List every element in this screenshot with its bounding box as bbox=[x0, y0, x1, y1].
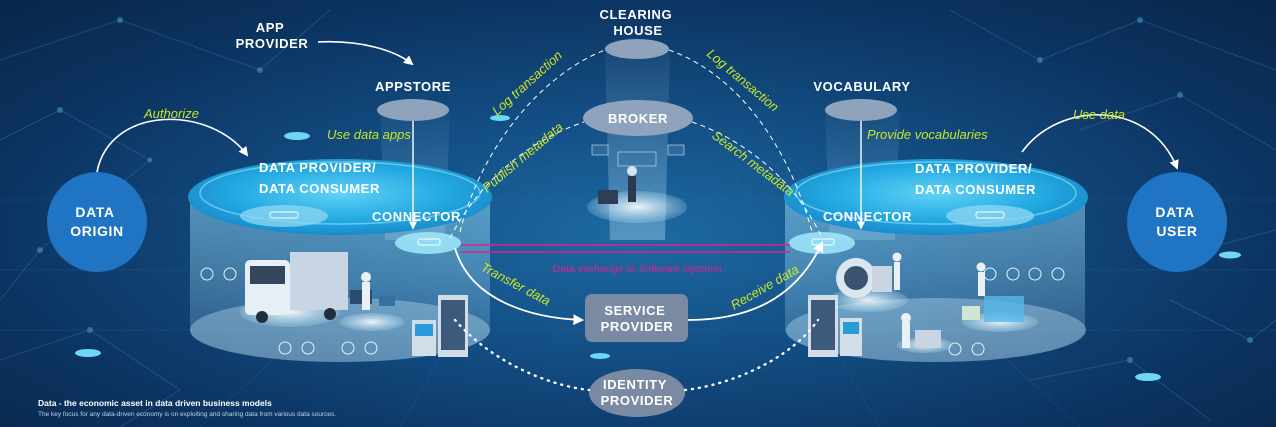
publish-metadata-path bbox=[449, 121, 585, 239]
receive-data-arrow bbox=[687, 241, 824, 321]
bottles-illustration bbox=[962, 262, 1038, 332]
appstore-disc bbox=[377, 99, 449, 121]
use-data-arrow bbox=[1021, 114, 1179, 170]
glow-dots bbox=[75, 115, 1241, 381]
data-origin-label: DATA ORIGIN bbox=[70, 204, 123, 239]
right-connector-label: CONNECTOR bbox=[823, 209, 912, 224]
log-transaction-right-label: Log transaction bbox=[704, 46, 782, 115]
clearing-house-disc bbox=[605, 39, 669, 59]
caption-subtitle: The key focus for any data-driven econom… bbox=[38, 411, 337, 418]
identity-right-path bbox=[683, 318, 820, 392]
left-participant-label: DATA PROVIDER/ DATA CONSUMER bbox=[259, 160, 380, 196]
background-network-nodes bbox=[37, 17, 1253, 363]
app-provider-arrow bbox=[317, 40, 414, 66]
log-transaction-left-path bbox=[459, 49, 606, 233]
search-metadata-path bbox=[691, 121, 823, 239]
service-provider-label: SERVICE PROVIDER bbox=[601, 303, 674, 334]
broker-node bbox=[583, 100, 693, 223]
left-connector-disc bbox=[395, 232, 461, 254]
use-data-apps-label: Use data apps bbox=[327, 127, 411, 142]
right-participant-label: DATA PROVIDER/ DATA CONSUMER bbox=[915, 161, 1036, 197]
vocabulary-disc bbox=[825, 99, 897, 121]
right-connector-server bbox=[808, 295, 862, 357]
service-provider-box bbox=[585, 294, 688, 342]
lab-worker-illustration bbox=[340, 272, 404, 331]
caption-title: Data - the economic asset in data driven… bbox=[38, 398, 272, 408]
data-user-node bbox=[1127, 172, 1227, 272]
data-user-label: DATA USER bbox=[1155, 204, 1198, 239]
right-icons bbox=[948, 267, 1065, 356]
appstore-label: APPSTORE bbox=[375, 79, 451, 94]
identity-provider-node bbox=[589, 369, 685, 417]
identity-provider-label: IDENTITY PROVIDER bbox=[601, 377, 674, 408]
broker-label: BROKER bbox=[608, 111, 668, 126]
data-exchange-label: Data exchange or Software injection bbox=[553, 263, 722, 275]
app-provider-label: APP PROVIDER bbox=[236, 20, 309, 51]
log-transaction-left-label: Log transaction bbox=[489, 48, 565, 119]
provide-vocabularies-label: Provide vocabularies bbox=[867, 127, 988, 142]
data-origin-node bbox=[47, 172, 147, 272]
use-data-label: Use data bbox=[1073, 107, 1125, 122]
scientist-illustration bbox=[897, 313, 953, 353]
authorize-arrow bbox=[96, 118, 249, 173]
authorize-label: Authorize bbox=[143, 106, 199, 121]
log-transaction-right-path bbox=[668, 49, 813, 233]
left-participant bbox=[188, 159, 492, 362]
right-participant bbox=[784, 159, 1088, 362]
edges bbox=[96, 40, 1179, 392]
transfer-data-arrow bbox=[454, 247, 585, 326]
clearing-house-label: CLEARING HOUSE bbox=[600, 7, 677, 38]
turbine-illustration bbox=[828, 252, 908, 312]
left-connector-label: CONNECTOR bbox=[372, 209, 461, 224]
search-metadata-label: Search metadata bbox=[709, 127, 797, 199]
vocabulary-label: VOCABULARY bbox=[813, 79, 910, 94]
left-icons bbox=[200, 267, 378, 355]
truck-illustration bbox=[240, 252, 348, 327]
data-exchange-lines bbox=[461, 244, 790, 253]
